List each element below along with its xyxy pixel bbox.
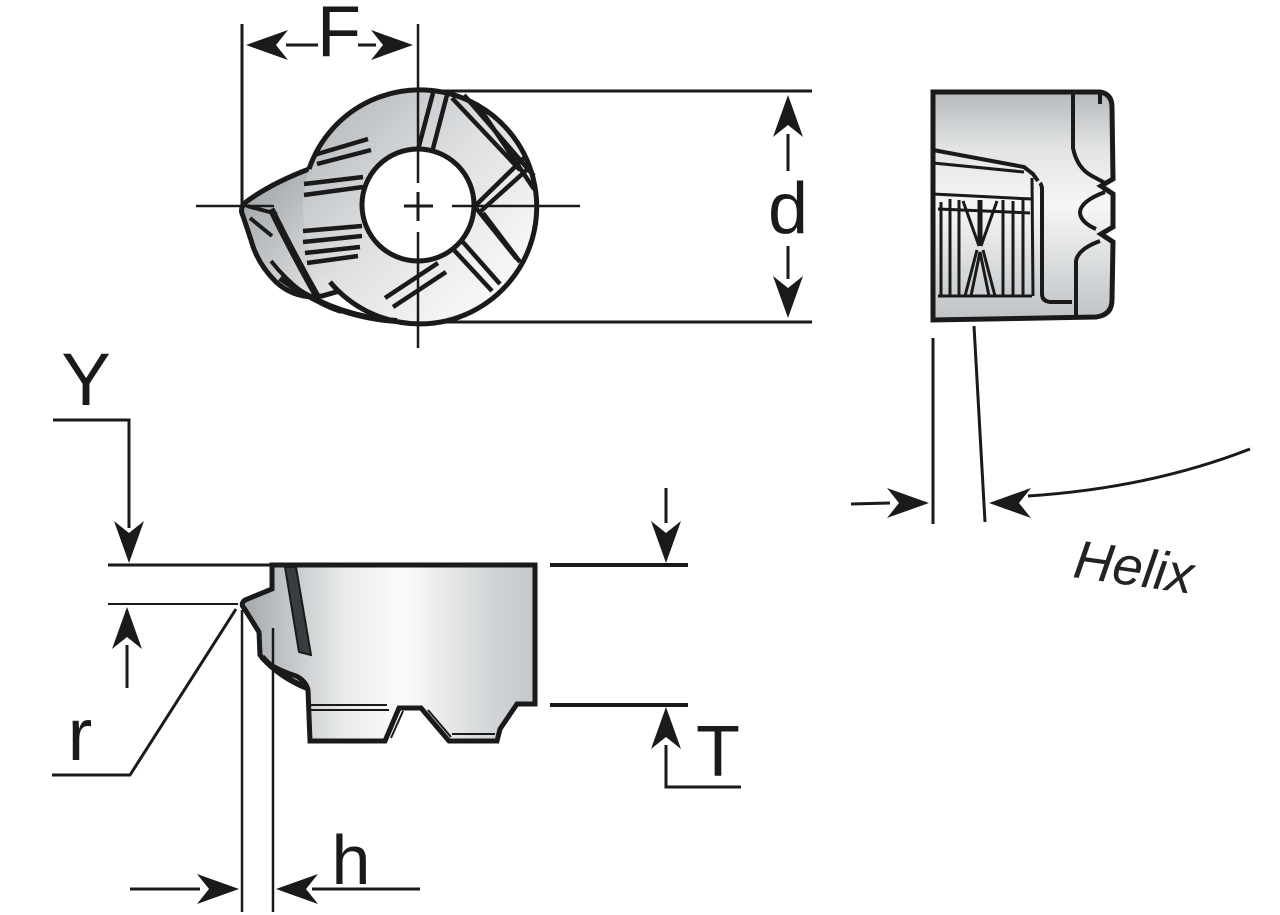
t-arrow-down [651,521,681,563]
profile-groove-lines [310,704,495,739]
side-serration-lines [939,199,1025,298]
profile-view [239,562,538,744]
helix-arrow-right [887,488,929,518]
t-arrow-up [651,707,681,749]
dim-y: Y [53,338,272,688]
f-arrow-left [246,30,288,60]
profile-flank-band [283,566,313,657]
dim-label-h: h [332,821,371,899]
dim-helix: Helix [850,325,1251,606]
side-interior-lines [932,92,1106,316]
f-arrow-right [371,30,413,60]
d-arrow-down [773,276,803,318]
helix-stem-left [850,501,891,506]
center-cross [404,192,433,221]
helix-ref-slanted [972,325,987,523]
centerlines [196,24,580,348]
h-arrow-left [197,874,239,904]
h-arrow-right [276,874,318,904]
dim-h: h [130,610,420,912]
y-arrow-down [114,521,144,563]
dim-f: F [240,0,413,207]
d-arrow-up [773,95,803,137]
dim-label-t: T [696,712,740,792]
dim-t: T [550,488,741,792]
helix-arrow-left [989,488,1031,518]
dim-r: r [52,608,238,777]
r-leader [52,608,238,777]
dim-label-helix: Helix [1070,529,1199,605]
dim-label-r: r [68,693,93,776]
profile-outline [239,562,538,744]
dim-label-y: Y [61,338,110,421]
side-view [930,89,1116,323]
face-outer-rim [306,87,540,327]
dim-label-d: d [768,169,808,249]
tooth-flank-edge [267,207,322,300]
profile-fillet [259,654,309,691]
tooth-facet-line-2 [248,216,274,238]
y-arrow-up [112,607,142,649]
tooth-facet-line [246,204,278,216]
t-hook [664,745,741,789]
y-leader [53,418,131,528]
dim-label-f: F [317,0,361,72]
dim-d: d [437,89,812,324]
helix-arc [1027,447,1251,498]
gash-edge-2 [269,259,342,314]
face-view [196,24,580,348]
facet-lines [302,92,536,309]
